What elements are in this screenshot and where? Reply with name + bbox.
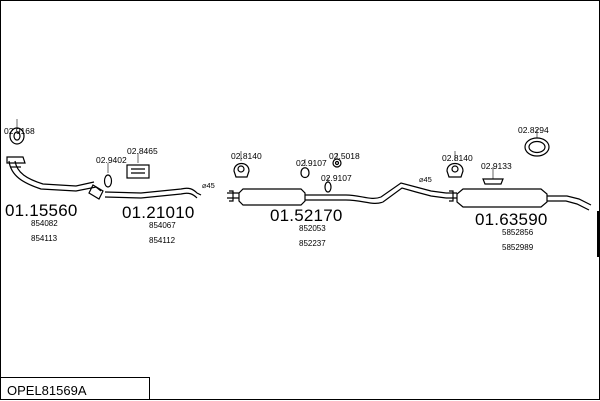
part-label-9107a: 02.9107: [296, 158, 327, 168]
hanger-8140b: [446, 162, 464, 178]
front-clamp: [88, 184, 104, 200]
part-label-9402: 02.9402: [96, 155, 127, 165]
front-flange: [6, 156, 26, 164]
ring-9402: [103, 174, 113, 188]
group-ref-4b: 5852989: [502, 243, 534, 252]
diagram-code: OPEL81569A: [7, 383, 87, 398]
part-label-9107b: 02.9107: [321, 173, 352, 183]
angle-value-1: 45: [206, 181, 215, 190]
group-ref-2b: 854112: [149, 236, 176, 245]
group-number-3: 01.52170: [270, 206, 343, 225]
center-silencer: [238, 188, 306, 206]
group-ref-3a: 852053: [299, 224, 326, 233]
strap-9133: [482, 178, 504, 185]
group-ref-1b: 854113: [31, 234, 58, 243]
bracket-8465: [126, 164, 150, 179]
angle-marker-2: ⌀45: [419, 175, 432, 184]
ring-9107b: [324, 181, 332, 193]
group-ref-4a: 5852856: [502, 228, 534, 237]
part-label-9168: 02.9168: [4, 126, 35, 136]
part-label-5018: 02.5018: [329, 151, 360, 161]
group-ref-2a: 854067: [149, 221, 176, 230]
angle-marker-1: ⌀45: [202, 181, 215, 190]
edge-marker: [597, 211, 599, 257]
intermediate-pipe: [319, 182, 447, 199]
group-ref-3b: 852237: [299, 239, 326, 248]
diagram-code-box: OPEL81569A: [1, 377, 150, 399]
angle-value-2: 45: [423, 175, 432, 184]
part-label-8140b: 02.8140: [442, 153, 473, 163]
front-pipe: [8, 160, 102, 192]
ring-9107a: [300, 167, 310, 179]
rear-silencer: [456, 188, 548, 208]
group-number-4: 01.63590: [475, 210, 548, 229]
part-label-8140a: 02.8140: [231, 151, 262, 161]
part-label-8294: 02.8294: [518, 125, 549, 135]
hanger-8140a: [233, 162, 250, 178]
part-label-9133: 02.9133: [481, 161, 512, 171]
group-number-1: 01.15560: [5, 201, 78, 220]
group-ref-1a: 854082: [31, 219, 58, 228]
group-number-2: 01.21010: [122, 203, 195, 222]
clamp-5018: [332, 158, 342, 168]
part-label-8465: 02.8465: [127, 146, 158, 156]
middle-pipe: [104, 187, 202, 196]
